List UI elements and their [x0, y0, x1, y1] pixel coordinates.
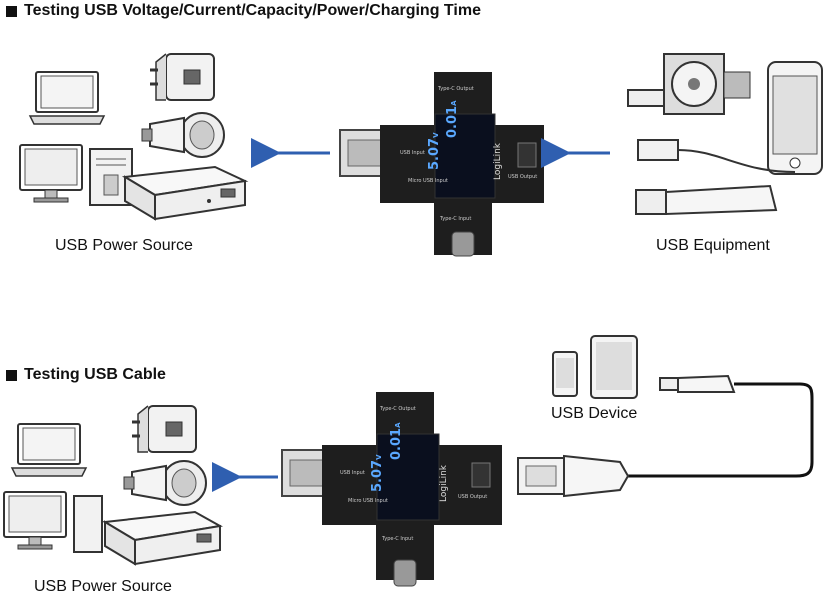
usb-cable-icon [637, 139, 796, 173]
car-charger-icon [141, 112, 225, 158]
wall-charger-icon [132, 405, 197, 453]
brand-logo: LogiLink [493, 142, 503, 180]
voltage-reading: 5.07 [427, 138, 442, 170]
current-reading: 0.01 [445, 106, 460, 138]
caption-usb-device: USB Device [551, 405, 638, 422]
smartphone-icon [767, 61, 823, 175]
port-label-type-c-output: Type-C Output [437, 86, 474, 92]
type-c-plug-icon [451, 231, 475, 257]
usb-tester-device: 5.07V 0.01A LogiLink Type-C Output USB I… [281, 392, 502, 587]
desktop-computer-icon [3, 491, 103, 553]
usb-led-light-icon [635, 184, 778, 216]
desktop-computer-icon [19, 144, 133, 206]
svg-text:5.07V: 5.07V [427, 132, 442, 170]
smartphone-icon [552, 351, 578, 397]
usb-cable-icon [517, 374, 814, 498]
square-bullet-icon [6, 369, 17, 381]
power-bank-icon [121, 165, 249, 221]
current-reading: 0.01 [389, 428, 404, 460]
laptop-icon [10, 423, 88, 477]
port-label-micro-usb-input: Micro USB Input [348, 498, 388, 504]
usb-tester-device: 5.07V 0.01A LogiLink Type-C Output USB I… [339, 72, 544, 257]
type-c-plug-icon [393, 559, 417, 587]
voltage-reading: 5.07 [370, 460, 385, 492]
heading-text: Testing USB Voltage/Current/Capacity/Pow… [24, 2, 481, 19]
section-heading-testing-usb-cable: Testing USB Cable [6, 366, 166, 384]
port-label-type-c-input: Type-C Input [381, 536, 413, 542]
laptop-icon [28, 71, 106, 125]
tablet-icon [590, 335, 638, 399]
usb-fan-load-icon [627, 53, 751, 115]
caption-usb-power-source-2: USB Power Source [34, 578, 172, 595]
svg-text:0.01A: 0.01A [389, 422, 404, 460]
svg-text:5.07V: 5.07V [370, 454, 385, 492]
car-charger-icon [123, 460, 207, 506]
port-label-usb-output: USB Output [458, 494, 487, 500]
port-label-type-c-input: Type-C Input [439, 216, 471, 222]
svg-text:0.01A: 0.01A [445, 100, 460, 138]
wall-charger-icon [150, 53, 215, 101]
heading-text: Testing USB Cable [24, 366, 166, 383]
section-heading-testing-usb-voltage: Testing USB Voltage/Current/Capacity/Pow… [6, 2, 481, 20]
power-bank-icon [101, 510, 223, 566]
caption-usb-power-source-1: USB Power Source [55, 237, 193, 254]
port-label-usb-input: USB Input [400, 150, 425, 156]
port-label-usb-output: USB Output [508, 174, 537, 180]
port-label-micro-usb-input: Micro USB Input [408, 178, 448, 184]
port-label-usb-input: USB Input [340, 470, 365, 476]
brand-logo: LogiLink [439, 464, 449, 502]
port-label-type-c-output: Type-C Output [379, 406, 416, 412]
square-bullet-icon [6, 5, 17, 17]
caption-usb-equipment: USB Equipment [656, 237, 770, 254]
